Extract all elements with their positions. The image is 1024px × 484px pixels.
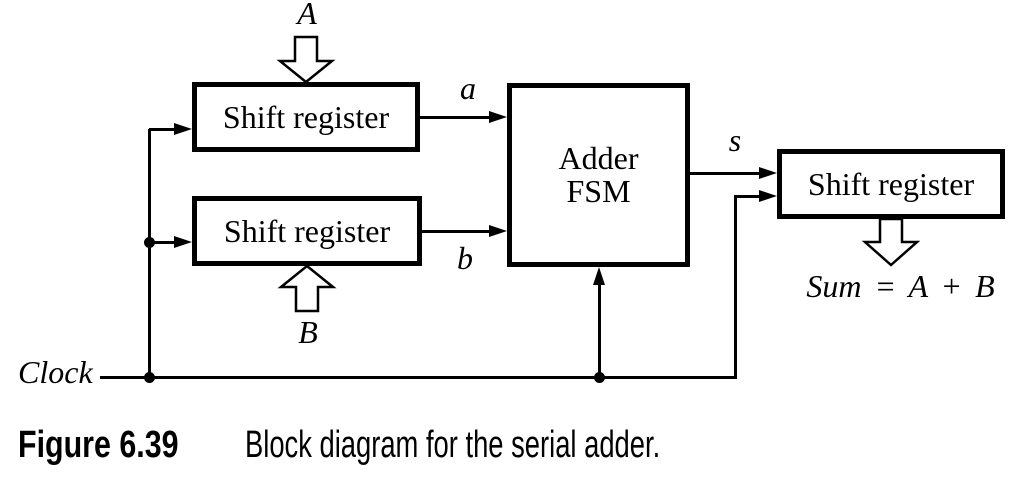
caption-text: Block diagram for the serial adder. [245,424,661,466]
sum-bus-arrow-icon [861,217,921,267]
signal-a-wire [420,116,492,119]
junction-dot [144,237,155,248]
clock-wire-left-vertical [148,129,151,378]
input-a-bus-arrow-icon [276,35,336,84]
register-b-clock-arrowhead-icon [174,236,192,248]
clock-wire-to-adder-fsm [598,283,601,378]
shift-register-b-box: Shift register [192,196,422,266]
clock-wire-right-vertical [734,195,737,378]
signal-s-wire [688,172,762,175]
adder-fsm-label-line1: Adder [558,140,639,176]
shift-register-b-label: Shift register [223,213,391,249]
register-sum-clock-arrowhead-icon [759,190,777,202]
shift-register-sum-box: Shift register [777,149,1005,219]
signal-s-arrowhead-icon [759,167,777,179]
clock-wire-to-register-sum [735,195,763,198]
input-b-bus-arrow-icon [277,264,337,313]
adder-fsm-box: Adder FSM [507,83,690,267]
signal-s-label: s [728,122,742,158]
clock-wire-to-register-a [149,128,176,131]
clock-wire-to-register-b [149,241,176,244]
signal-b-wire [422,230,492,233]
signal-a-arrowhead-icon [489,111,507,123]
junction-dot [144,372,155,383]
junction-dot [594,372,605,383]
figure-number: Figure 6.39 [18,424,179,466]
adder-fsm-label-line2: FSM [566,173,631,209]
clock-wire-horizontal [100,376,737,379]
shift-register-sum-label: Shift register [807,166,975,202]
register-a-clock-arrowhead-icon [174,123,192,135]
sum-equation-label: Sum = A + B [806,268,995,304]
shift-register-a-box: Shift register [192,82,420,152]
signal-b-arrowhead-icon [489,225,507,237]
input-b-label: B [298,314,318,350]
clock-label: Clock [18,354,93,390]
shift-register-a-label: Shift register [222,99,390,135]
input-a-label: A [297,0,317,31]
signal-b-label: b [457,240,473,276]
signal-a-label: a [460,70,476,106]
adder-fsm-clock-arrowhead-icon [593,267,605,285]
